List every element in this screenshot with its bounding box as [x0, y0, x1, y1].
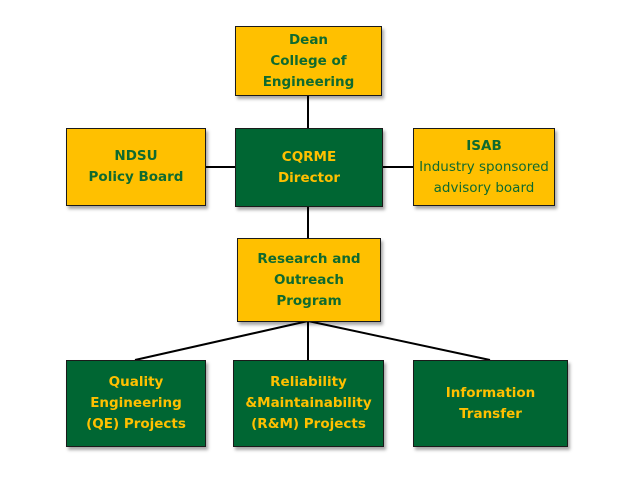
node-isab-title: ISAB — [466, 137, 502, 154]
node-rm-line: Reliability — [270, 374, 347, 390]
node-qe-line: (QE) Projects — [86, 416, 186, 432]
node-dean-line: Dean — [288, 31, 329, 48]
node-research-line: Program — [276, 292, 342, 309]
node-isab-line: advisory board — [433, 179, 535, 196]
node-ndsu-line: Policy Board — [88, 169, 184, 185]
node-cqrme-director: CQRME Director — [235, 128, 383, 207]
node-information-transfer: Information Transfer — [413, 360, 568, 447]
node-info-line: Information — [445, 384, 536, 401]
connector-research-qe — [134, 320, 309, 361]
node-research-line: Outreach — [273, 271, 345, 288]
connector-research-info — [307, 320, 491, 361]
node-research-line: Research and — [257, 250, 361, 267]
node-cqrme-line: CQRME — [281, 148, 337, 165]
node-ndsu-line: NDSU — [114, 148, 158, 164]
node-isab-line: Industry sponsored — [419, 158, 549, 175]
node-rm-projects: Reliability &Maintainability (R&M) Proje… — [233, 360, 384, 447]
node-rm-line: (R&M) Projects — [251, 416, 366, 432]
node-qe-line: Engineering — [90, 395, 182, 411]
node-dean: Dean College of Engineering — [235, 26, 382, 96]
node-isab: ISAB Industry sponsored advisory board — [413, 128, 555, 206]
node-qe-projects: Quality Engineering (QE) Projects — [66, 360, 206, 447]
node-dean-line: Engineering — [262, 73, 355, 90]
node-qe-line: Quality — [108, 374, 164, 390]
node-rm-line: &Maintainability — [245, 395, 372, 411]
node-info-line: Transfer — [459, 405, 522, 422]
node-dean-line: College of — [270, 52, 347, 69]
node-research-outreach: Research and Outreach Program — [237, 238, 381, 322]
node-ndsu-policy-board: NDSU Policy Board — [66, 128, 206, 206]
node-cqrme-line: Director — [277, 169, 341, 186]
